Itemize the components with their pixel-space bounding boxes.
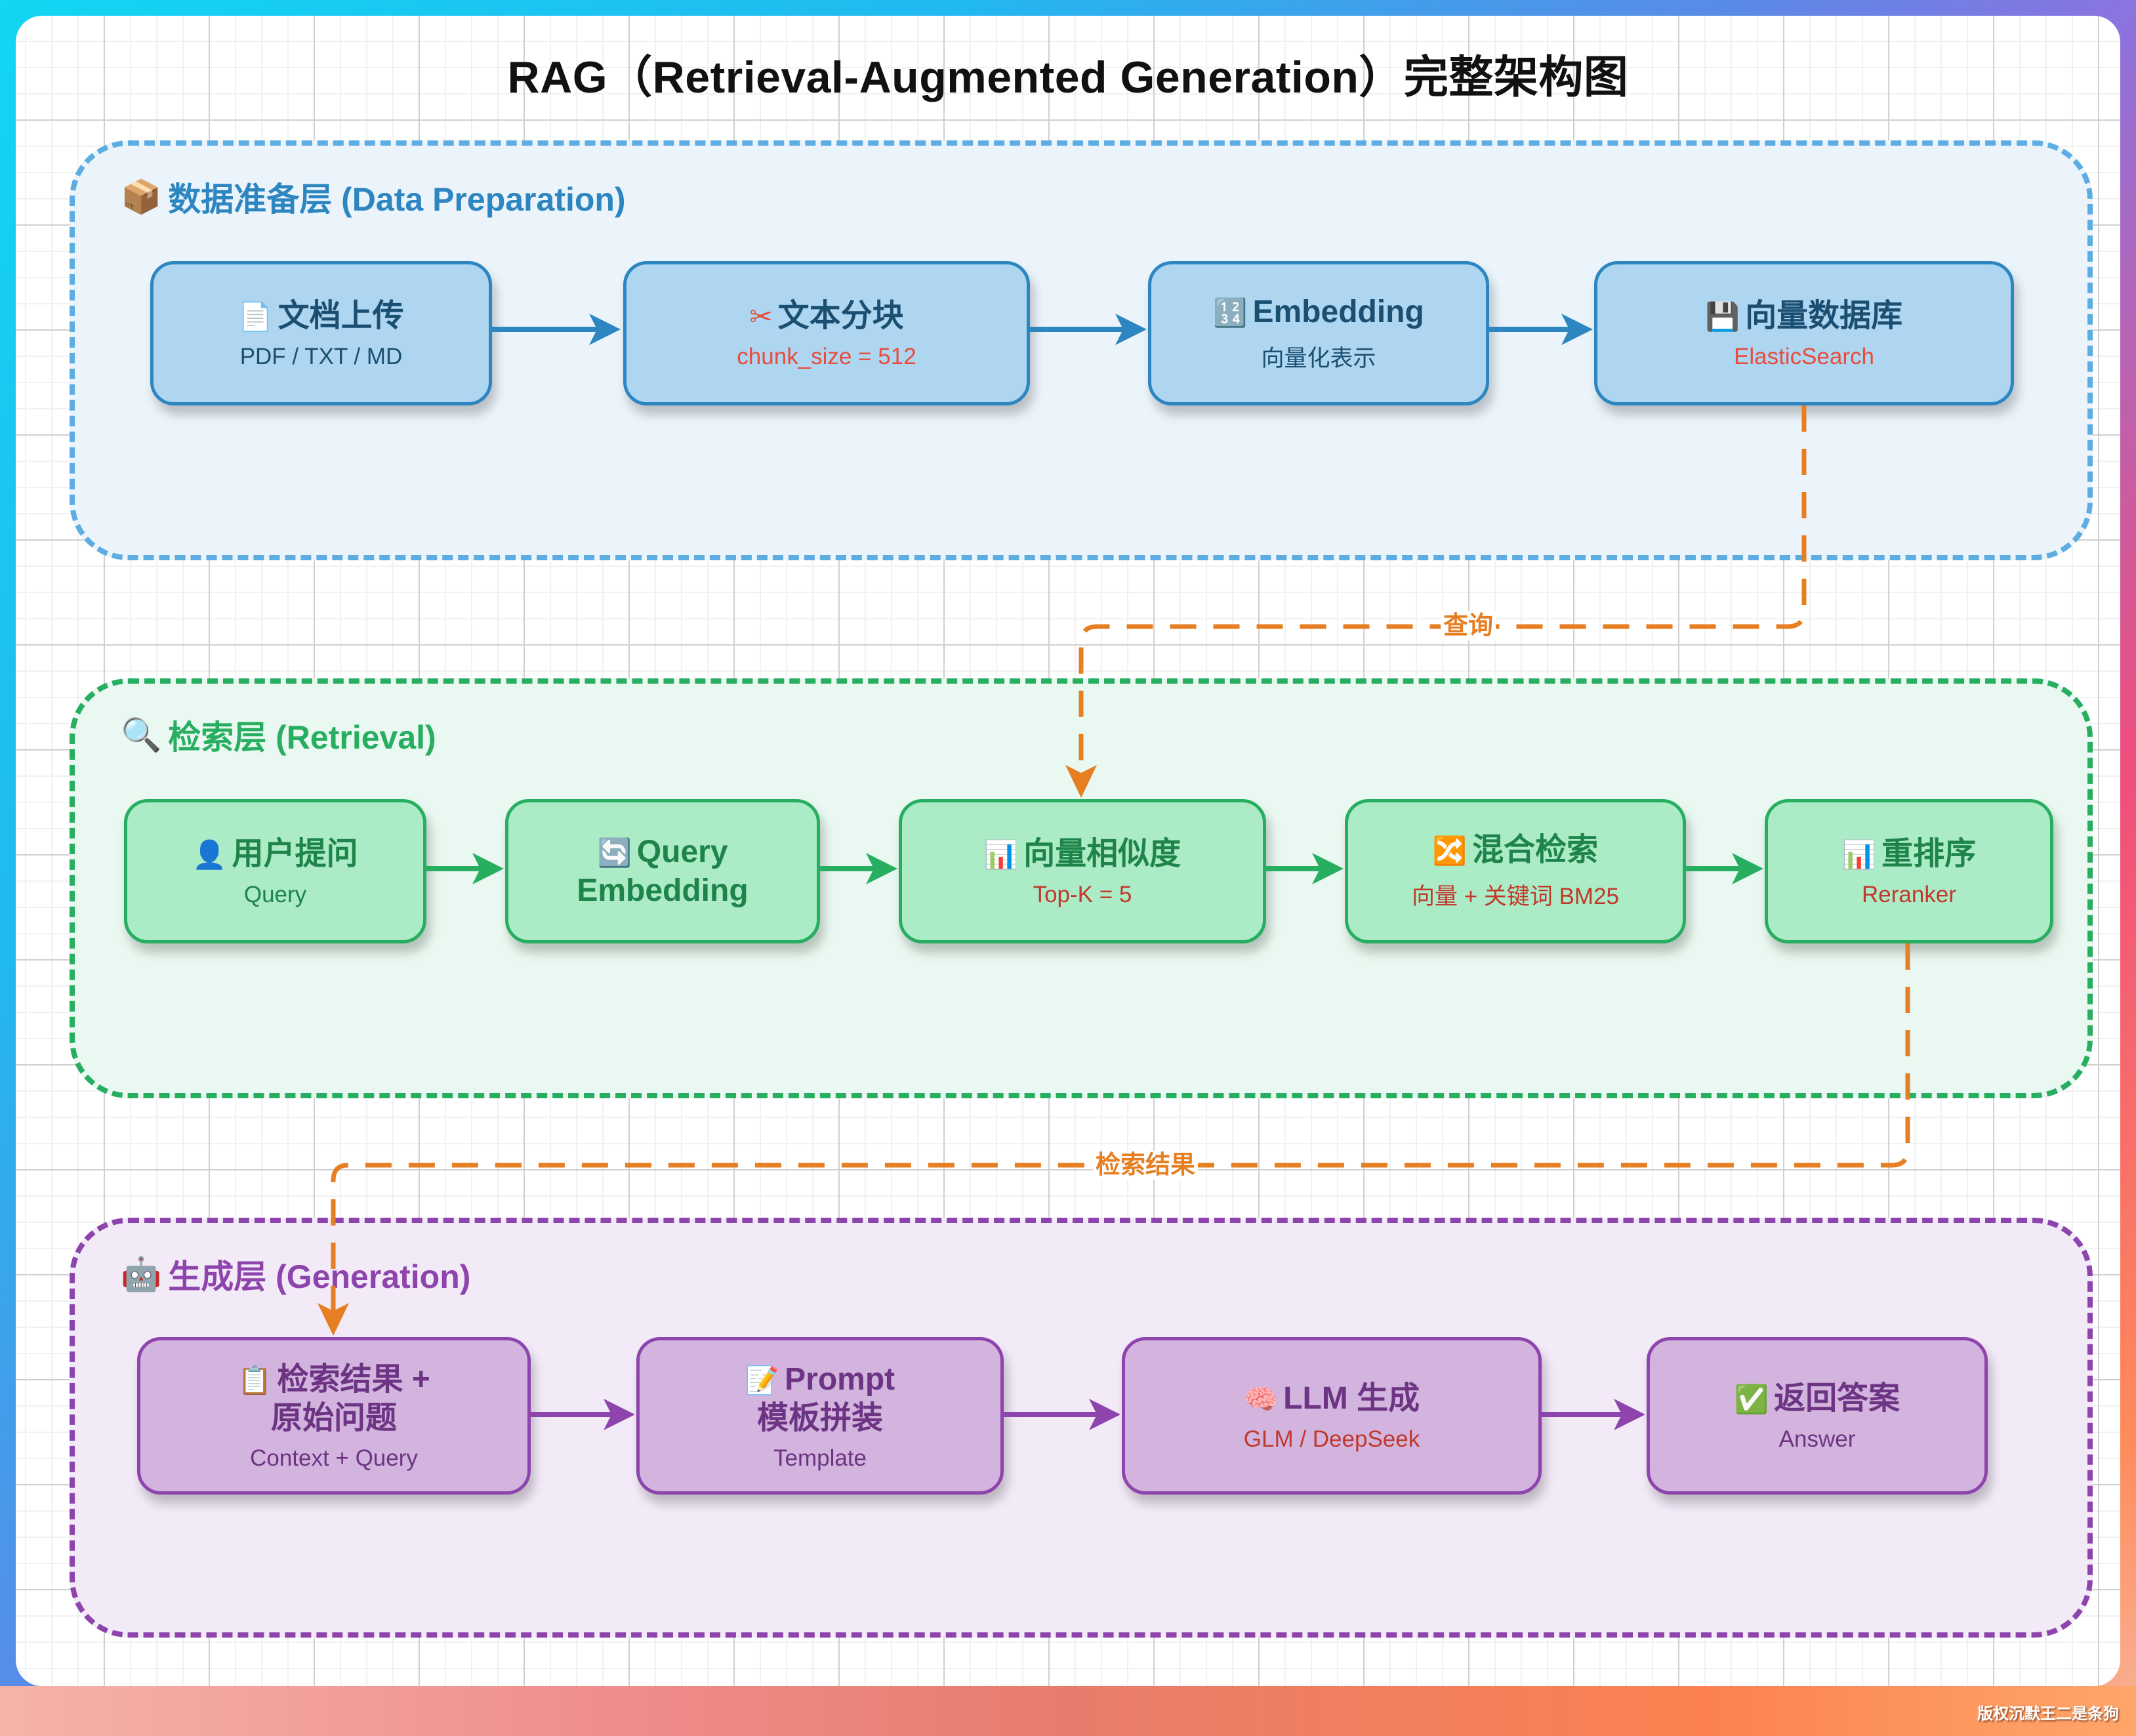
node-subtitle: PDF / TXT / MD bbox=[239, 343, 403, 369]
node-title-text: 向量相似度 bbox=[1023, 836, 1181, 871]
node-title-text: 文档上传 bbox=[277, 298, 404, 333]
node-title: 🔄Query bbox=[597, 833, 728, 872]
layer-title: 数据准备层 (Data Preparation) bbox=[168, 181, 626, 218]
node-title: 📊向量相似度 bbox=[984, 835, 1181, 874]
node-embedding[interactable]: 🔢Embedding 向量化表示 bbox=[1148, 261, 1489, 405]
node-title: 📝Prompt bbox=[745, 1361, 895, 1399]
bar-chart-icon: 📊 bbox=[1841, 838, 1877, 871]
shuffle-icon: 🔀 bbox=[1432, 835, 1468, 867]
node-title-text: 混合检索 bbox=[1472, 833, 1599, 867]
node-title: ✂文本分块 bbox=[749, 297, 903, 336]
node-title: 🔀混合检索 bbox=[1433, 831, 1598, 870]
node-hybrid-search[interactable]: 🔀混合检索 向量 + 关键词 BM25 bbox=[1345, 799, 1686, 943]
robot-icon: 🤖 bbox=[121, 1254, 162, 1293]
node-prompt-template[interactable]: 📝Prompt 模板拼装 Template bbox=[636, 1337, 1004, 1495]
scissors-icon: ✂ bbox=[749, 300, 773, 333]
node-llm-generation[interactable]: 🧠LLM 生成 GLM / DeepSeek bbox=[1122, 1337, 1542, 1495]
node-title-line: Prompt bbox=[785, 1361, 895, 1397]
node-subtitle: 向量化表示 bbox=[1261, 346, 1376, 371]
node-title-line-2: 模板拼装 bbox=[756, 1400, 883, 1436]
memo-icon: 📝 bbox=[745, 1363, 780, 1396]
node-vector-database[interactable]: 💾向量数据库 ElasticSearch bbox=[1594, 261, 2014, 405]
node-subtitle: Context + Query bbox=[250, 1445, 418, 1471]
numbers-icon: 🔢 bbox=[1213, 297, 1248, 329]
check-mark-icon: ✅ bbox=[1734, 1382, 1769, 1415]
node-vector-similarity[interactable]: 📊向量相似度 Top-K = 5 bbox=[899, 799, 1266, 943]
node-title: 📊重排序 bbox=[1842, 835, 1976, 874]
layer-title: 生成层 (Generation) bbox=[168, 1258, 471, 1295]
node-title-text: 返回答案 bbox=[1774, 1380, 1900, 1416]
node-query-embedding[interactable]: 🔄Query Embedding bbox=[505, 799, 820, 943]
node-title-text: 重排序 bbox=[1881, 836, 1977, 871]
node-subtitle: 向量 + 关键词 BM25 bbox=[1411, 884, 1620, 909]
refresh-icon: 🔄 bbox=[597, 836, 632, 869]
node-title-text: Embedding bbox=[1252, 295, 1424, 329]
node-subtitle: chunk_size = 512 bbox=[737, 343, 916, 369]
magnifier-icon: 🔍 bbox=[121, 715, 162, 754]
layer-label-generation: 🤖 生成层 (Generation) bbox=[121, 1250, 470, 1298]
node-title: 🧠LLM 生成 bbox=[1244, 1380, 1420, 1418]
node-subtitle: Answer bbox=[1778, 1426, 1856, 1452]
document-icon: 📄 bbox=[238, 300, 273, 333]
node-context-query[interactable]: 📋检索结果 + 原始问题 Context + Query bbox=[137, 1337, 531, 1495]
layer-label-data-preparation: 📦 数据准备层 (Data Preparation) bbox=[121, 173, 626, 220]
node-subtitle: ElasticSearch bbox=[1734, 343, 1874, 369]
node-subtitle: GLM / DeepSeek bbox=[1243, 1426, 1420, 1452]
node-title: 🔢Embedding bbox=[1213, 293, 1424, 332]
node-title: ✅返回答案 bbox=[1735, 1380, 1900, 1418]
edge-label-retrieval-results: 检索结果 bbox=[1093, 1151, 1199, 1180]
diagram-title: RAG（Retrieval-Augmented Generation）完整架构图 bbox=[507, 52, 1629, 102]
user-icon: 👤 bbox=[192, 838, 227, 871]
node-reranker[interactable]: 📊重排序 Reranker bbox=[1765, 799, 2053, 943]
node-title: 💾向量数据库 bbox=[1706, 297, 1902, 336]
node-title-line-2: Embedding bbox=[577, 873, 749, 908]
bar-chart-icon: 📊 bbox=[983, 838, 1019, 871]
node-title: 📋检索结果 + bbox=[237, 1361, 430, 1399]
watermark: 版权沉默王二是条狗 bbox=[1977, 1705, 2119, 1723]
brain-icon: 🧠 bbox=[1243, 1382, 1279, 1415]
node-title: 👤用户提问 bbox=[192, 835, 358, 874]
frame-bottom-gradient bbox=[0, 1686, 2136, 1736]
node-title-line: Query bbox=[636, 834, 728, 869]
node-user-question[interactable]: 👤用户提问 Query bbox=[124, 799, 426, 943]
edge-label-query: 查询 bbox=[1441, 611, 1496, 640]
layer-title: 检索层 (Retrieval) bbox=[168, 719, 436, 756]
node-subtitle: Query bbox=[243, 881, 307, 907]
node-return-answer[interactable]: ✅返回答案 Answer bbox=[1647, 1337, 1988, 1495]
node-title-text: LLM 生成 bbox=[1283, 1380, 1420, 1416]
node-document-upload[interactable]: 📄文档上传 PDF / TXT / MD bbox=[150, 261, 492, 405]
node-subtitle: Reranker bbox=[1862, 881, 1956, 907]
node-title-line: 检索结果 + bbox=[277, 1361, 430, 1397]
node-subtitle: Template bbox=[773, 1445, 867, 1471]
floppy-disk-icon: 💾 bbox=[1705, 300, 1740, 333]
package-icon: 📦 bbox=[121, 177, 162, 216]
layer-label-retrieval: 🔍 检索层 (Retrieval) bbox=[121, 711, 436, 758]
node-subtitle: Top-K = 5 bbox=[1033, 881, 1132, 907]
node-text-chunking[interactable]: ✂文本分块 chunk_size = 512 bbox=[623, 261, 1030, 405]
node-title-text: 用户提问 bbox=[232, 836, 358, 871]
node-title: 📄文档上传 bbox=[238, 297, 403, 336]
node-title-line-2: 原始问题 bbox=[270, 1400, 397, 1436]
node-title-text: 文本分块 bbox=[777, 298, 904, 333]
clipboard-icon: 📋 bbox=[237, 1363, 272, 1396]
node-title-text: 向量数据库 bbox=[1745, 298, 1903, 333]
